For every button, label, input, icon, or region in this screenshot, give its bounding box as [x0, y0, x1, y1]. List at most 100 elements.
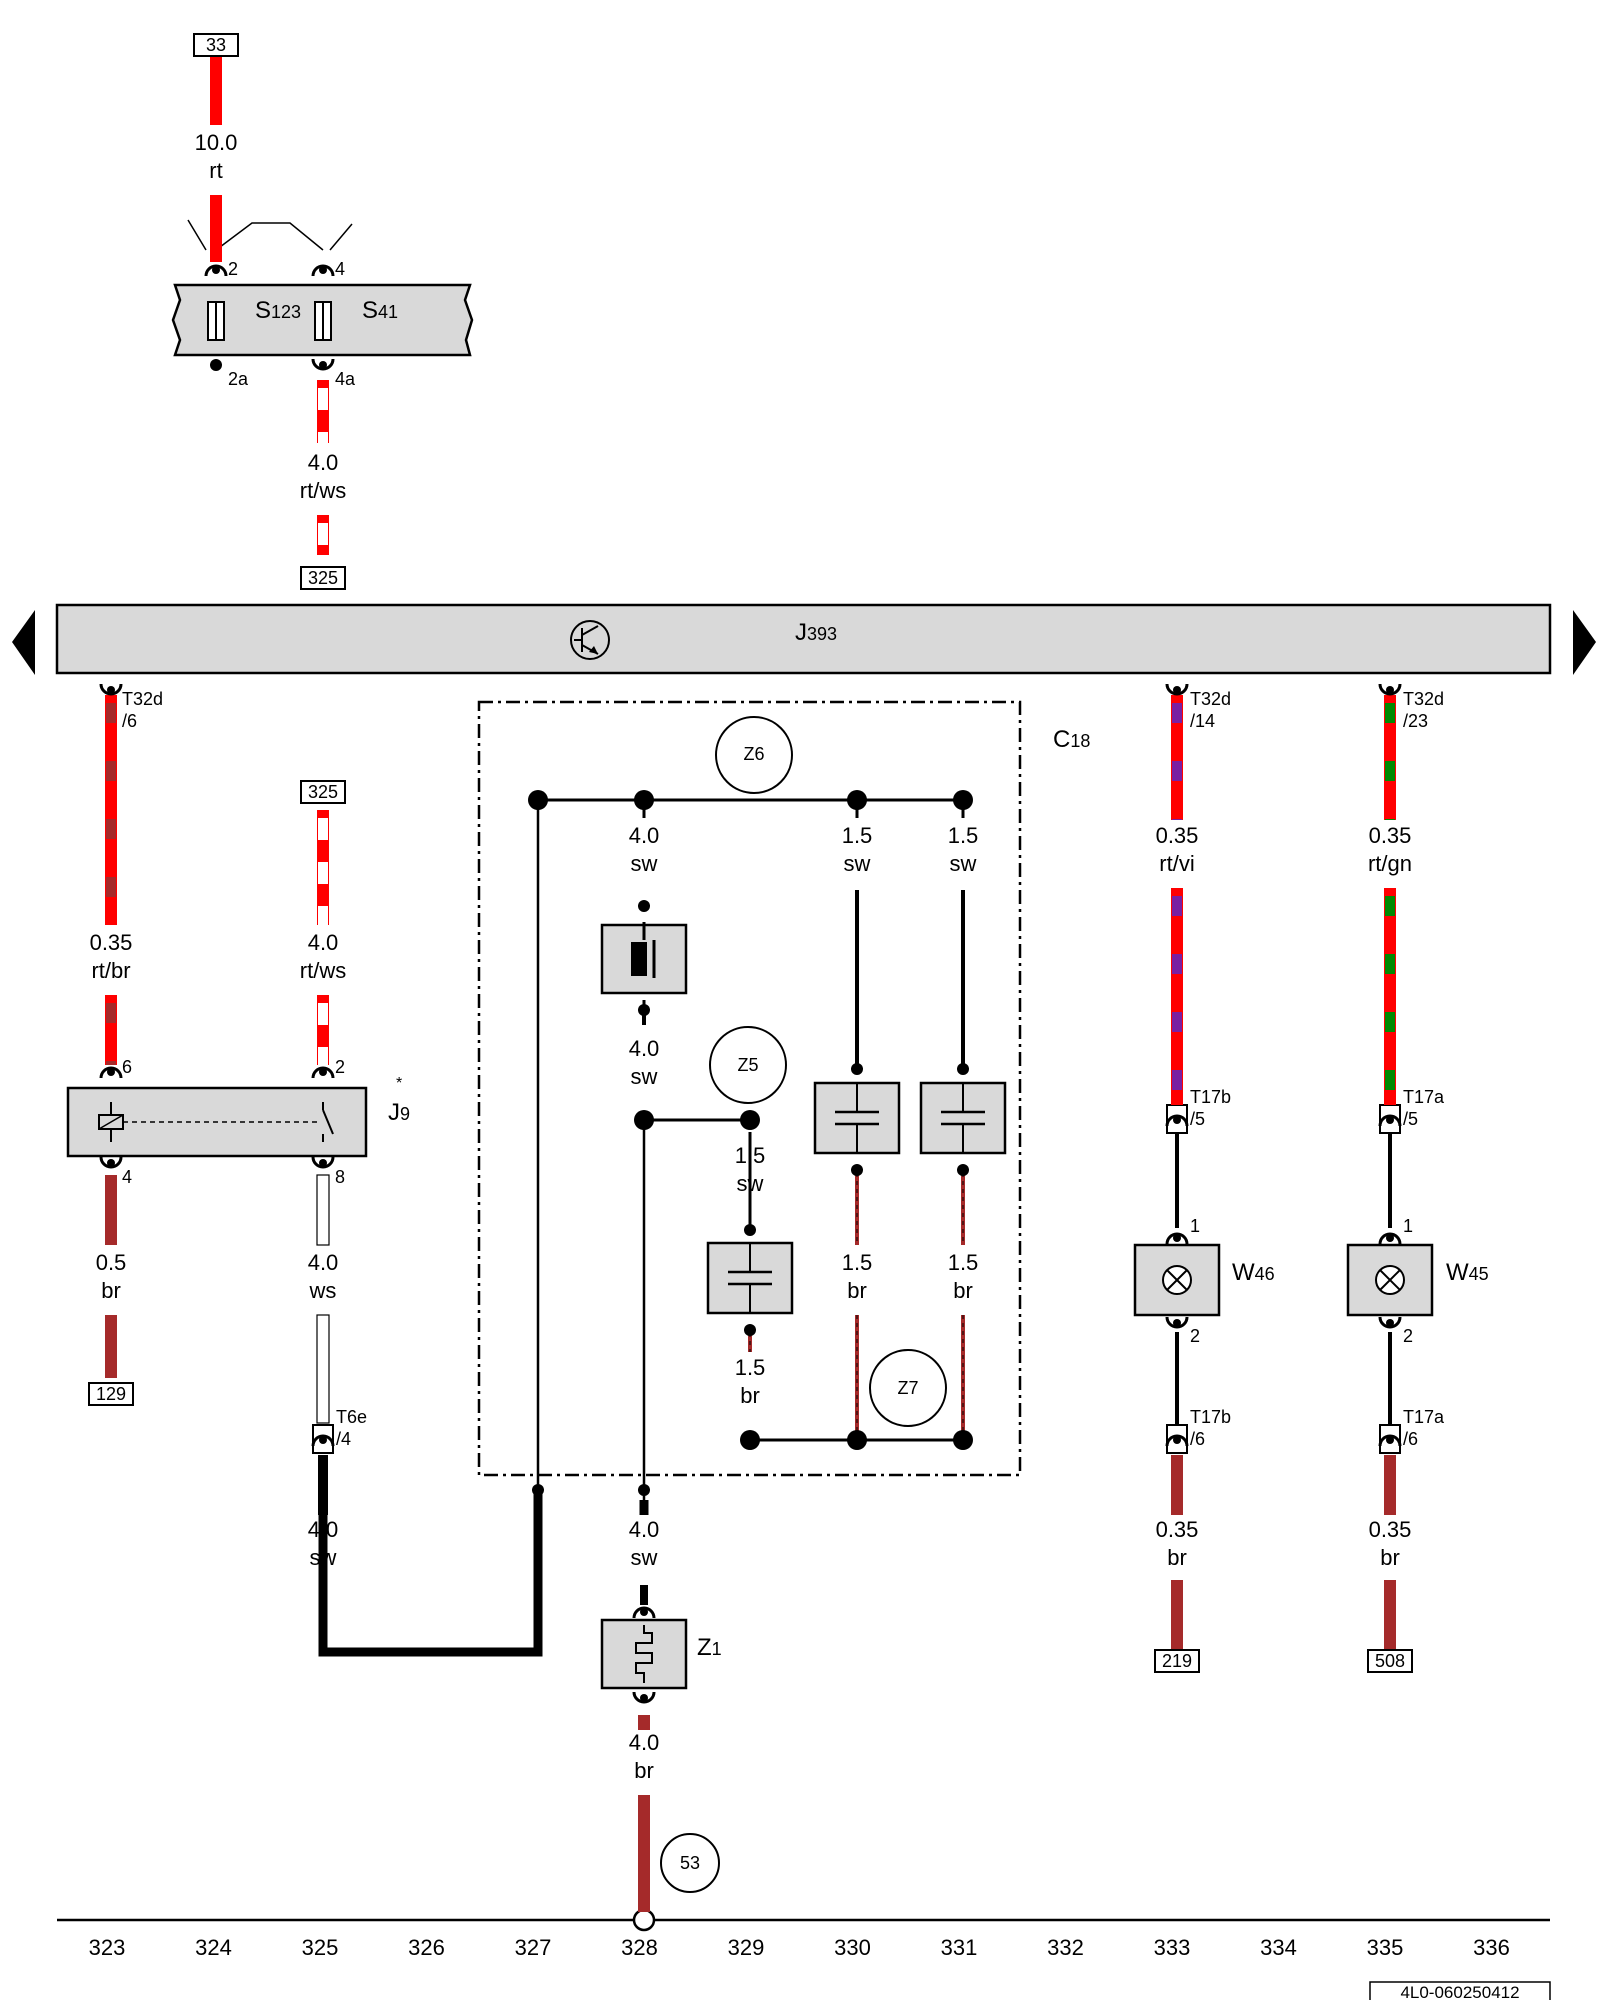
- wire-size-label: 1.5: [735, 1143, 766, 1168]
- fuse-block: S123 S41: [171, 219, 474, 357]
- z5-marker: [709, 1026, 787, 1104]
- capacitor-z6-a[interactable]: [813, 1081, 901, 1155]
- wire-w-j9-8[interactable]: [316, 1314, 330, 1424]
- pin-label: 4a: [335, 369, 356, 389]
- column-number: 335: [1367, 1935, 1404, 1960]
- pin-connector: [311, 264, 335, 277]
- terminal-dot: [957, 1063, 969, 1075]
- wire-color-label: br: [847, 1278, 867, 1303]
- wire-size-label: 1.5: [842, 823, 873, 848]
- wire-color-label: br: [953, 1278, 973, 1303]
- terminal-dot: [744, 1224, 756, 1236]
- pin-connector: [99, 1156, 123, 1169]
- j9-relay[interactable]: J9 *: [66, 1075, 410, 1158]
- ground-terminal[interactable]: [632, 1908, 656, 1932]
- pin-connector: [1378, 1114, 1402, 1127]
- wire-color-label: br: [101, 1278, 121, 1303]
- wire-size-label: 10.0: [195, 130, 238, 155]
- wire-size-label: 4.0: [308, 1250, 339, 1275]
- wire-color-label: rt/br: [91, 958, 130, 983]
- wire-size-label: 1.5: [948, 823, 979, 848]
- pin-label: T32d/23: [1403, 689, 1444, 731]
- pin-label: 1: [1403, 1216, 1413, 1236]
- pin-connector: [1378, 1316, 1402, 1329]
- arrow-right-icon[interactable]: [1573, 610, 1596, 675]
- w46-lamp[interactable]: W46: [1133, 1243, 1275, 1317]
- column-number: 327: [515, 1935, 552, 1960]
- pin-label: T17b/5: [1190, 1087, 1231, 1129]
- pin-connector: [311, 1434, 335, 1447]
- svg-text:325: 325: [308, 782, 338, 802]
- pin-label: 4: [122, 1167, 132, 1187]
- reference-box-r508[interactable]: 508: [1367, 1649, 1413, 1673]
- capacitor-z6-b[interactable]: [919, 1081, 1007, 1155]
- reference-box-r219[interactable]: 219: [1154, 1649, 1200, 1673]
- wire-size-label: 4.0: [308, 1517, 339, 1542]
- ground-point-53-marker: [660, 1833, 720, 1893]
- svg-text:508: 508: [1375, 1651, 1405, 1671]
- pin-connector: [311, 358, 335, 371]
- pin-label: 2a: [228, 369, 249, 389]
- column-number: 330: [834, 1935, 871, 1960]
- column-number: 323: [89, 1935, 126, 1960]
- terminal-dot: [532, 1484, 544, 1496]
- inline-connectors: [312, 1104, 1401, 1454]
- fuse-s41-label: S41: [362, 297, 398, 324]
- wire-color-label: br: [740, 1383, 760, 1408]
- pin-label: 6: [122, 1057, 132, 1077]
- w46-label: W46: [1232, 1259, 1275, 1286]
- pin-label: T17a/6: [1403, 1407, 1445, 1449]
- wire-color-label: sw: [631, 1545, 658, 1570]
- transistor-icon: [570, 620, 610, 660]
- wire-size-label: 4.0: [308, 930, 339, 955]
- junction-dot: [634, 790, 654, 810]
- pin-label: 2: [1403, 1326, 1413, 1346]
- svg-text:33: 33: [206, 35, 226, 55]
- column-number: 328: [621, 1935, 658, 1960]
- pin-label: T32d/14: [1190, 689, 1231, 731]
- z6-label: Z6: [743, 744, 764, 764]
- terminal-dot: [210, 359, 222, 371]
- wire-color-label: br: [1380, 1545, 1400, 1570]
- wire-size-label: 0.35: [1369, 823, 1412, 848]
- z1-heater[interactable]: Z1: [600, 1618, 722, 1690]
- wire-layer: [105, 55, 1396, 1912]
- c18-label: C18: [1053, 726, 1090, 753]
- junction-dot: [847, 1430, 867, 1450]
- column-number: 325: [302, 1935, 339, 1960]
- terminal-dot: [851, 1164, 863, 1176]
- w45-label: W45: [1446, 1259, 1489, 1286]
- terminal-dot: [851, 1063, 863, 1075]
- reference-box-r33[interactable]: 33: [193, 33, 239, 57]
- wire-t6e-sw-route[interactable]: [318, 1455, 543, 1657]
- ground-point-53-label: 53: [680, 1853, 700, 1873]
- z1-label: Z1: [697, 1634, 722, 1661]
- capacitor-z5[interactable]: [706, 1241, 794, 1315]
- pin-label: T17a/5: [1403, 1087, 1445, 1129]
- reference-box-r129[interactable]: 129: [88, 1382, 134, 1406]
- pin-connector: [1378, 683, 1402, 696]
- pin-label: 1: [1190, 1216, 1200, 1236]
- j393-label: J393: [795, 619, 837, 646]
- fuse-s123-label: S123: [255, 297, 301, 324]
- z7-marker: [869, 1349, 947, 1427]
- svg-text:219: 219: [1162, 1651, 1192, 1671]
- pin-label: 2: [1190, 1326, 1200, 1346]
- reference-box-r325a[interactable]: 325: [300, 566, 346, 590]
- column-number: 332: [1047, 1935, 1084, 1960]
- wire-w-j9-8[interactable]: [316, 1174, 330, 1246]
- wire-size-label: 0.35: [90, 930, 133, 955]
- wire-color-label: rt/ws: [300, 478, 346, 503]
- wire-size-label: 1.5: [948, 1250, 979, 1275]
- reference-box-r325b[interactable]: 325: [300, 780, 346, 804]
- w45-lamp[interactable]: W45: [1346, 1243, 1489, 1317]
- z6-marker: [715, 716, 793, 794]
- wire-color-label: sw: [631, 1064, 658, 1089]
- pin-connector: [1165, 1114, 1189, 1127]
- wire-color-label: sw: [844, 851, 871, 876]
- junction-dot: [847, 790, 867, 810]
- arrow-left-icon[interactable]: [12, 610, 35, 675]
